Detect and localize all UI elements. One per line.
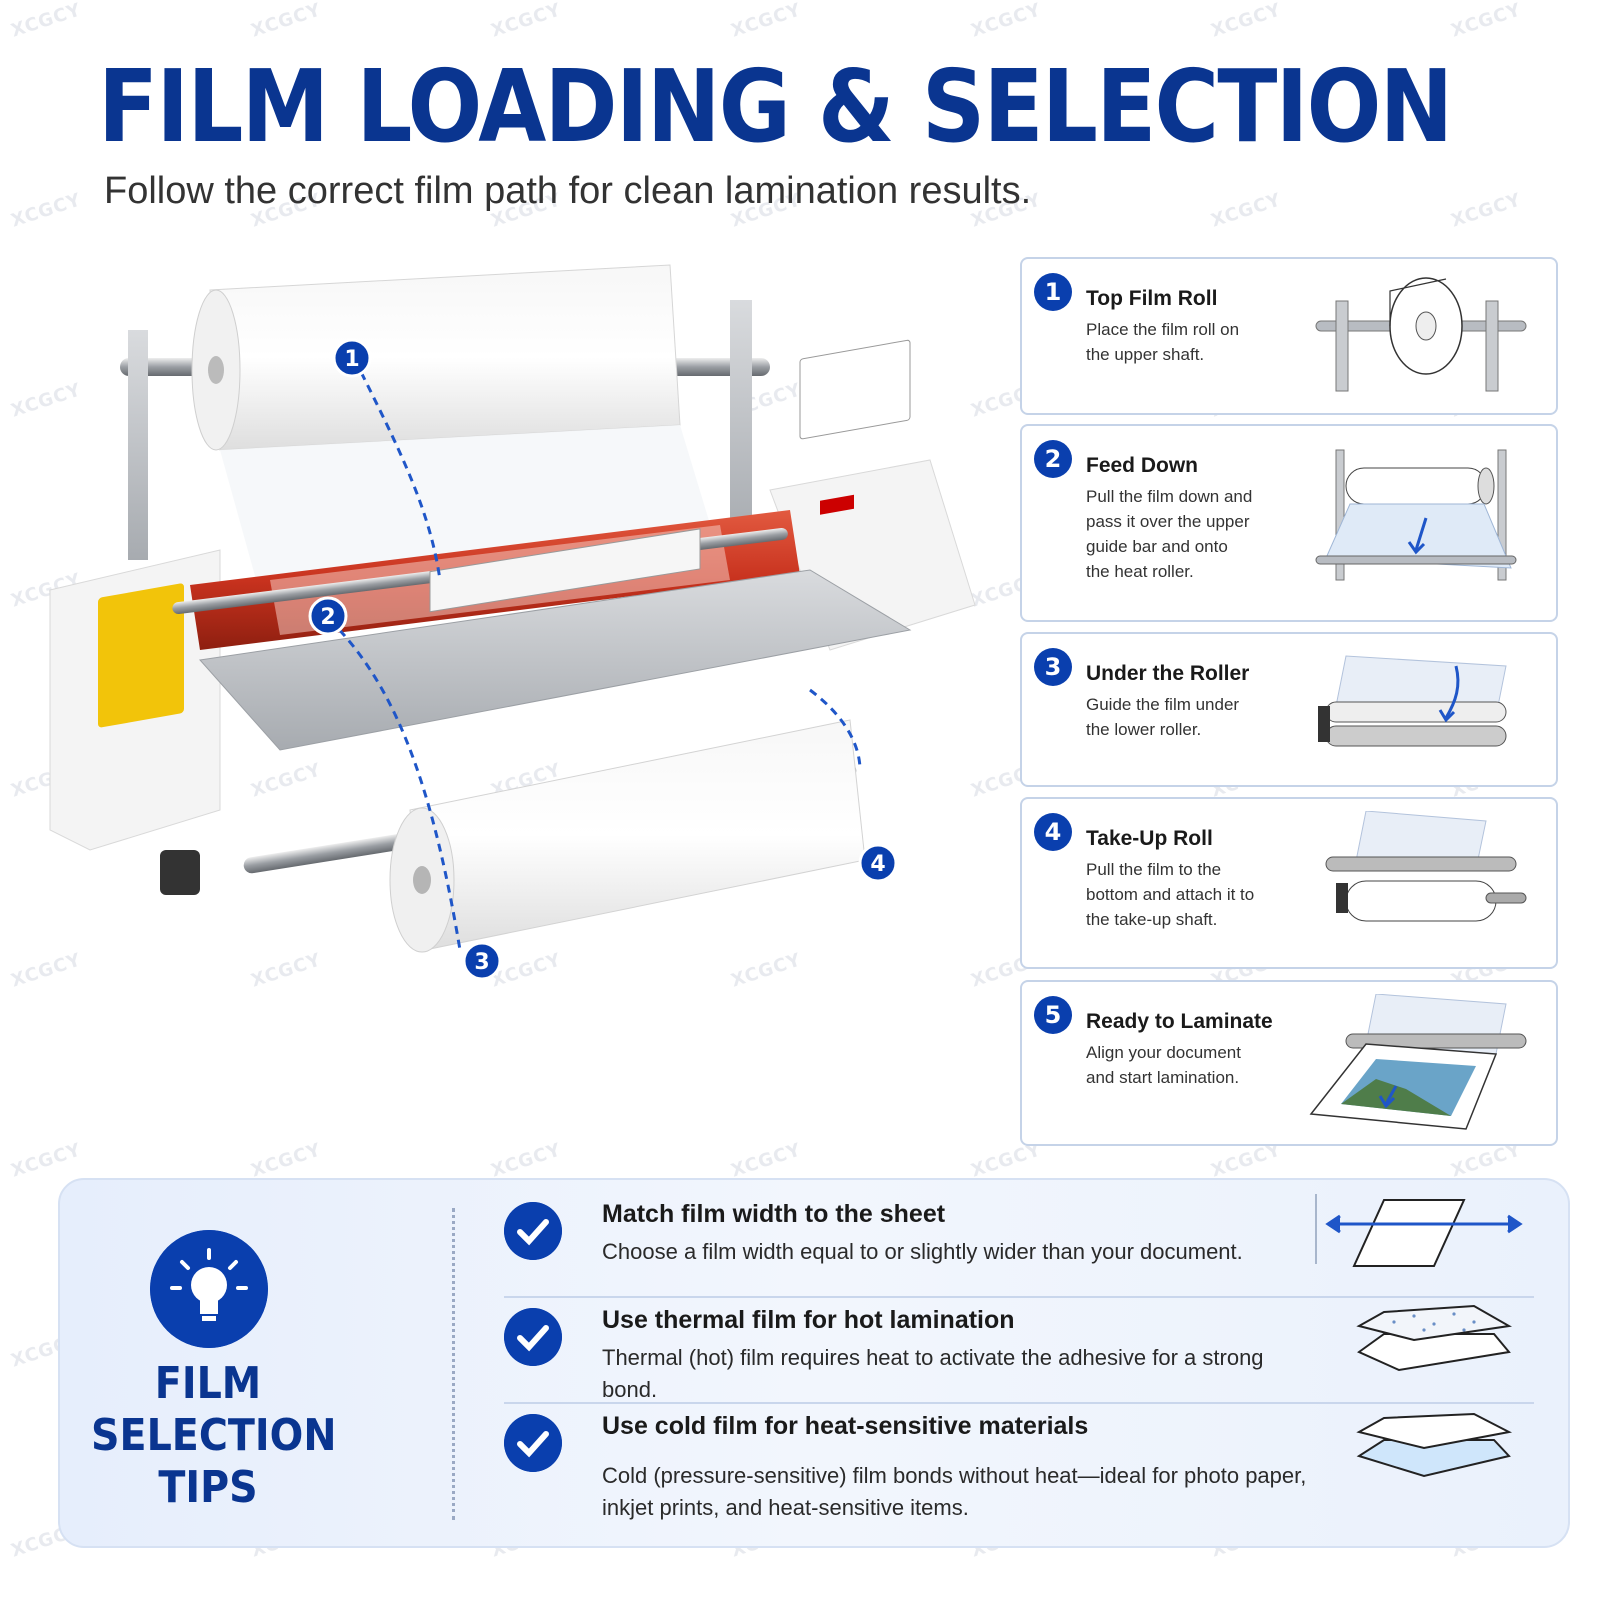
- step-title: Feed Down: [1086, 454, 1199, 477]
- checkmark-icon: [504, 1308, 562, 1366]
- feed-tray: [199, 569, 912, 751]
- step-card-ready-to-laminate: 5 Ready to Laminate Align your document …: [1020, 980, 1558, 1146]
- top-film-roll: [209, 264, 681, 451]
- step-number-badge: 5: [1034, 996, 1072, 1034]
- left-warning-label: [98, 583, 184, 728]
- step-number-badge: 1: [1034, 273, 1072, 311]
- step-card-under-the-roller: 3 Under the Roller Guide the film under …: [1020, 632, 1558, 787]
- watermark-text: XCGCY: [248, 1139, 324, 1182]
- checkmark-icon: [504, 1414, 562, 1472]
- watermark-text: XCGCY: [1448, 0, 1524, 42]
- lightbulb-icon: [150, 1230, 268, 1348]
- watermark-text: XCGCY: [248, 0, 324, 42]
- step-card-top-film-roll: 1 Top Film Roll Place the film roll on t…: [1020, 257, 1558, 415]
- watermark-text: XCGCY: [968, 0, 1044, 42]
- callout-2: 2: [308, 596, 348, 636]
- take-up-film-roll: [409, 719, 866, 951]
- step-title: Take-Up Roll: [1086, 827, 1213, 850]
- step-title: Ready to Laminate: [1086, 1010, 1273, 1033]
- watermark-text: XCGCY: [1448, 189, 1524, 232]
- tip-separator: [504, 1296, 1534, 1298]
- tip-title: Use thermal film for hot lamination: [602, 1306, 1015, 1334]
- step-description: Place the film roll on the upper shaft.: [1086, 320, 1240, 364]
- cold-film-icon: [1356, 1412, 1513, 1478]
- tip-description: Thermal (hot) film requires heat to acti…: [602, 1345, 1264, 1402]
- dotted-divider: [452, 1208, 455, 1520]
- watermark-text: XCGCY: [8, 189, 84, 232]
- feed-down-diagram-icon: [1315, 449, 1517, 581]
- film-path-1: [353, 359, 442, 581]
- film-path-2: [328, 618, 462, 951]
- callout-1: 1: [332, 338, 372, 378]
- step-card-feed-down: 2 Feed Down Pull the film down and pass …: [1020, 424, 1558, 622]
- film-selection-tips-panel: FILM SELECTION TIPS Match film width to …: [58, 1178, 1570, 1548]
- control-panel: [799, 339, 911, 440]
- temperature-display: [820, 494, 854, 515]
- left-frame-post: [128, 330, 148, 560]
- tip-description: Choose a film width equal to or slightly…: [602, 1239, 1243, 1264]
- checkmark-icon: [504, 1202, 562, 1260]
- callout-4: 4: [858, 843, 898, 883]
- tip-separator: [504, 1402, 1534, 1404]
- tip-title: Match film width to the sheet: [602, 1200, 946, 1228]
- instruction-label: [429, 528, 701, 613]
- page-subtitle: Follow the correct film path for clean l…: [104, 170, 1032, 212]
- page-title: FILM LOADING & SELECTION: [98, 48, 1453, 165]
- laminator-illustration: 1 2 3 4: [49, 264, 976, 981]
- take-up-roll-diagram-icon: [1325, 811, 1527, 922]
- watermark-text: XCGCY: [1208, 189, 1284, 232]
- tip-item-film-width: Match film width to the sheet Choose a f…: [504, 1194, 1524, 1282]
- step-description: Pull the film down and pass it over the …: [1086, 487, 1253, 581]
- watermark-text: XCGCY: [488, 1139, 564, 1182]
- tip-item-thermal-film: Use thermal film for hot lamination Ther…: [504, 1300, 1524, 1402]
- watermark-text: XCGCY: [1208, 0, 1284, 42]
- top-roll-diagram-icon: [1315, 277, 1527, 392]
- watermark-text: XCGCY: [8, 0, 84, 42]
- step-description: Align your document and start lamination…: [1086, 1043, 1241, 1087]
- step-title: Under the Roller: [1086, 662, 1250, 685]
- watermark-text: XCGCY: [8, 1139, 84, 1182]
- ready-to-laminate-diagram-icon: [1309, 994, 1527, 1130]
- tip-item-cold-film: Use cold film for heat-sensitive materia…: [504, 1406, 1524, 1526]
- under-roller-diagram-icon: [1318, 655, 1507, 747]
- step-description: Guide the film under the lower roller.: [1086, 695, 1240, 739]
- step-number-badge: 2: [1034, 440, 1072, 478]
- watermark-text: XCGCY: [728, 1139, 804, 1182]
- svg-text:3: 3: [474, 950, 489, 975]
- right-frame-post: [730, 300, 752, 540]
- callout-3: 3: [462, 941, 502, 981]
- thermal-film-icon: [1356, 1304, 1513, 1372]
- svg-text:2: 2: [320, 605, 335, 630]
- film-path-3: [809, 688, 862, 771]
- width-arrows-icon: [1315, 1194, 1523, 1267]
- svg-text:4: 4: [870, 852, 885, 877]
- tip-description: Cold (pressure-sensitive) film bonds wit…: [602, 1463, 1307, 1520]
- step-number-badge: 4: [1034, 813, 1072, 851]
- step-title: Top Film Roll: [1086, 287, 1218, 310]
- watermark-text: XCGCY: [488, 0, 564, 42]
- rear-foot: [160, 850, 200, 895]
- tip-title: Use cold film for heat-sensitive materia…: [602, 1412, 1089, 1440]
- svg-text:1: 1: [344, 347, 359, 372]
- step-description: Pull the film to the bottom and attach i…: [1086, 860, 1255, 929]
- step-number-badge: 3: [1034, 648, 1072, 686]
- step-card-take-up-roll: 4 Take-Up Roll Pull the film to the bott…: [1020, 797, 1558, 969]
- watermark-text: XCGCY: [728, 0, 804, 42]
- tips-heading: FILM SELECTION TIPS: [91, 1358, 337, 1513]
